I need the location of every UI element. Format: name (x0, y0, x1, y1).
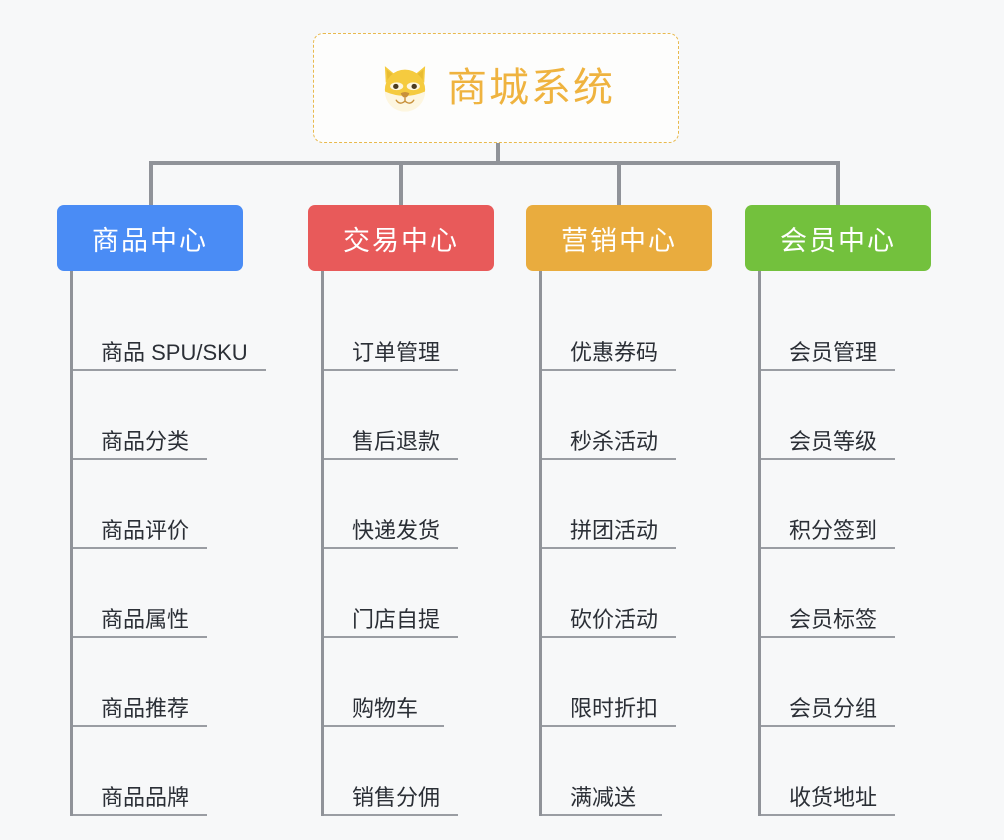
list-item[interactable]: 拼团活动 (542, 460, 712, 549)
list-item-label: 收货地址 (789, 785, 878, 810)
list-item[interactable]: 优惠券码 (542, 271, 712, 371)
list-item-label: 销售分佣 (352, 785, 441, 810)
list-item-label: 会员分组 (789, 696, 878, 721)
list-item-label: 限时折扣 (570, 696, 659, 721)
list-item-label: 满减送 (570, 785, 637, 810)
list-item-label: 会员管理 (789, 340, 878, 365)
list-item-label: 商品推荐 (101, 696, 190, 721)
list-item[interactable]: 商品属性 (73, 549, 243, 638)
branch-items-3: 优惠券码 秒杀活动 拼团活动 砍价活动 限时折扣 满减送 (539, 271, 712, 816)
list-item[interactable]: 满减送 (542, 727, 712, 816)
branch-items-4: 会员管理 会员等级 积分签到 会员标签 会员分组 收货地址 (758, 271, 931, 816)
list-item[interactable]: 会员标签 (761, 549, 931, 638)
category-header-1[interactable]: 商品中心 (57, 205, 243, 271)
list-item-label: 商品评价 (101, 518, 190, 543)
list-item[interactable]: 秒杀活动 (542, 371, 712, 460)
list-item-label: 砍价活动 (570, 607, 659, 632)
branch-column-2: 交易中心 订单管理 售后退款 快递发货 门店自提 购物车 销售分佣 (308, 205, 494, 816)
list-item-label: 拼团活动 (570, 518, 659, 543)
category-header-4[interactable]: 会员中心 (745, 205, 931, 271)
list-item-label: 积分签到 (789, 518, 878, 543)
category-header-1-label: 商品中心 (92, 225, 208, 256)
branch-column-1: 商品中心 商品 SPU/SKU 商品分类 商品评价 商品属性 商品推荐 商品品牌 (57, 205, 266, 816)
list-item[interactable]: 售后退款 (324, 371, 494, 460)
list-item-label: 门店自提 (352, 607, 441, 632)
list-item[interactable]: 购物车 (324, 638, 494, 727)
list-item[interactable]: 会员等级 (761, 371, 931, 460)
branch-column-3: 营销中心 优惠券码 秒杀活动 拼团活动 砍价活动 限时折扣 满减送 (526, 205, 712, 816)
list-item-label: 快递发货 (352, 518, 441, 543)
connector-drop-2 (399, 161, 403, 205)
list-item-label: 购物车 (352, 696, 419, 721)
category-header-3-label: 营销中心 (561, 225, 677, 256)
list-item-label: 秒杀活动 (570, 429, 659, 454)
category-header-2[interactable]: 交易中心 (308, 205, 494, 271)
list-item[interactable]: 砍价活动 (542, 549, 712, 638)
list-item-label: 会员等级 (789, 429, 878, 454)
list-item-label: 商品 SPU/SKU (101, 340, 248, 365)
category-header-3[interactable]: 营销中心 (526, 205, 712, 271)
list-item-label: 商品属性 (101, 607, 190, 632)
list-item[interactable]: 商品品牌 (73, 727, 243, 816)
list-item-label: 商品品牌 (101, 785, 190, 810)
branch-column-4: 会员中心 会员管理 会员等级 积分签到 会员标签 会员分组 收货地址 (745, 205, 931, 816)
branch-items-1: 商品 SPU/SKU 商品分类 商品评价 商品属性 商品推荐 商品品牌 (70, 271, 266, 816)
connector-drop-1 (149, 161, 153, 205)
list-item[interactable]: 商品 SPU/SKU (73, 271, 266, 371)
list-item[interactable]: 商品分类 (73, 371, 243, 460)
list-item-label: 售后退款 (352, 429, 441, 454)
list-item-label: 商品分类 (101, 429, 190, 454)
list-item[interactable]: 积分签到 (761, 460, 931, 549)
list-item[interactable]: 限时折扣 (542, 638, 712, 727)
list-item[interactable]: 会员管理 (761, 271, 931, 371)
connector-drop-4 (836, 161, 840, 205)
shiba-inu-dog-face-icon (377, 60, 433, 116)
list-item[interactable]: 门店自提 (324, 549, 494, 638)
connector-drop-3 (617, 161, 621, 205)
list-item[interactable]: 商品评价 (73, 460, 243, 549)
list-item[interactable]: 商品推荐 (73, 638, 243, 727)
connector-horizontal-bus (149, 161, 840, 165)
root-node[interactable]: 商城系统 (313, 33, 679, 143)
connector-root-stem (496, 143, 500, 163)
list-item[interactable]: 销售分佣 (324, 727, 494, 816)
list-item[interactable]: 订单管理 (324, 271, 494, 371)
list-item[interactable]: 会员分组 (761, 638, 931, 727)
list-item-label: 优惠券码 (570, 340, 659, 365)
category-header-2-label: 交易中心 (343, 225, 459, 256)
category-header-4-label: 会员中心 (780, 225, 896, 256)
list-item[interactable]: 收货地址 (761, 727, 931, 816)
list-item[interactable]: 快递发货 (324, 460, 494, 549)
list-item-label: 订单管理 (352, 340, 441, 365)
list-item-label: 会员标签 (789, 607, 878, 632)
page-title: 商城系统 (447, 66, 615, 110)
branch-items-2: 订单管理 售后退款 快递发货 门店自提 购物车 销售分佣 (321, 271, 494, 816)
